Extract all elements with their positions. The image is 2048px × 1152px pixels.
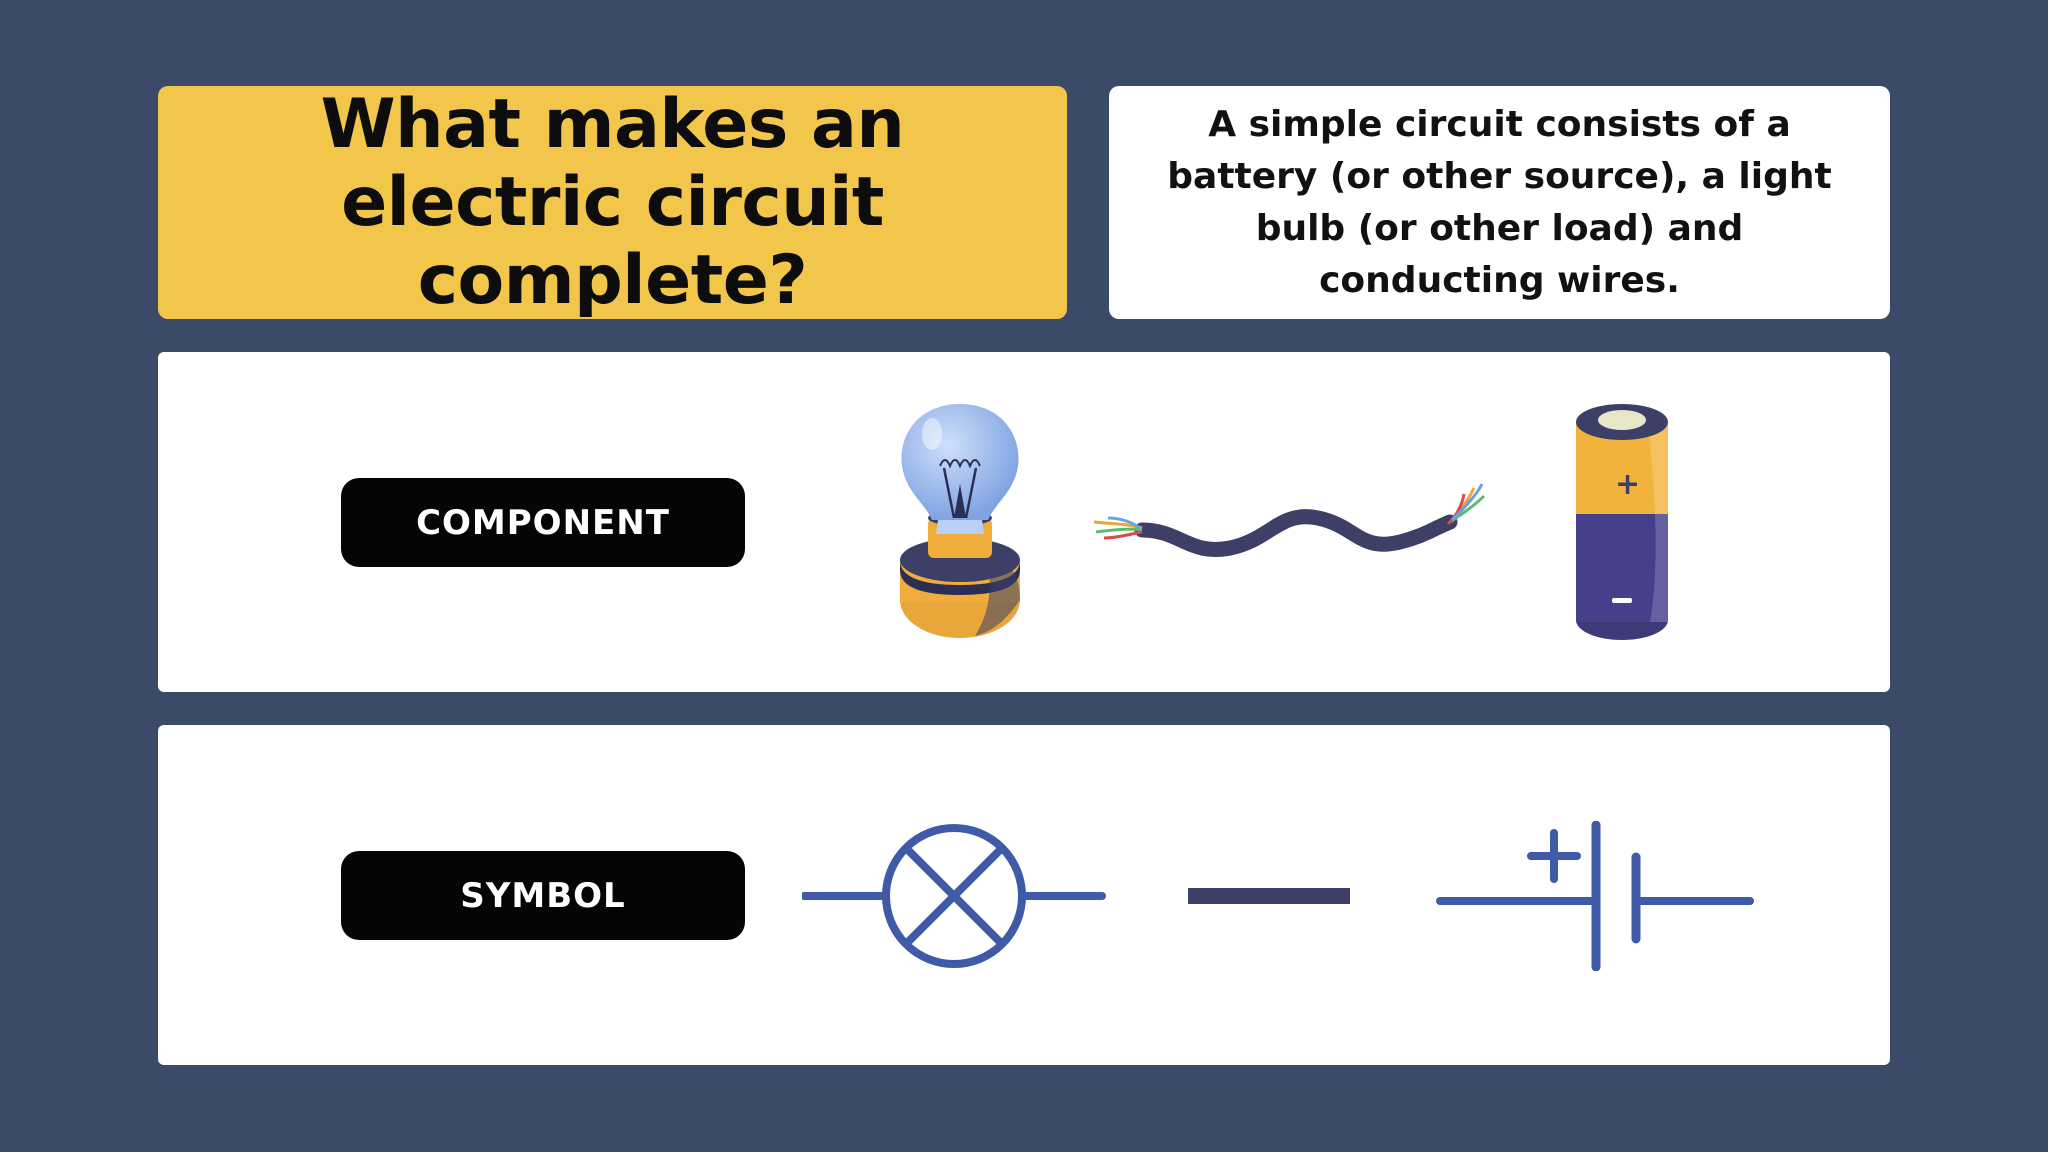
- wire-symbol-icon: [1188, 887, 1350, 905]
- light-bulb-icon: [880, 400, 1040, 644]
- symbol-label: SYMBOL: [341, 851, 745, 940]
- lamp-symbol-icon: [802, 821, 1106, 971]
- battery-symbol-icon: [1436, 821, 1756, 971]
- component-row: COMPONENT: [158, 352, 1890, 692]
- svg-text:+: +: [1615, 467, 1640, 502]
- symbol-row: SYMBOL: [158, 725, 1890, 1065]
- wire-icon: [1090, 478, 1486, 558]
- component-label: COMPONENT: [341, 478, 745, 567]
- title-card: What makes an electric circuit complete?: [158, 84, 1067, 320]
- battery-icon: +: [1570, 402, 1674, 644]
- description-text: A simple circuit consists of a battery (…: [1167, 103, 1832, 301]
- page-title: What makes an electric circuit complete?: [320, 84, 905, 320]
- description-card: A simple circuit consists of a battery (…: [1109, 86, 1890, 319]
